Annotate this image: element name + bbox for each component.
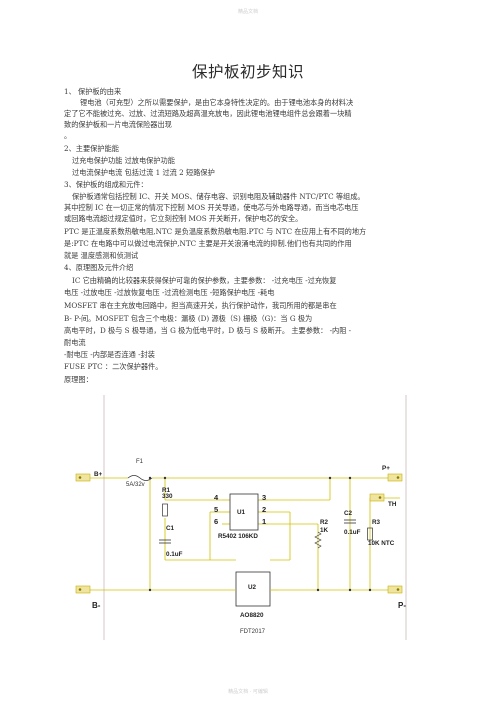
paragraph-line: 高电平时，D 极与 S 极导通，当 G 极为低电平时，D 极与 S 极断开。 主…: [64, 326, 352, 335]
r2-value: 1K: [320, 527, 329, 534]
paragraph-line: 保护板通常包括控制 IC、开关 MOS、储存电容、识别电阻及辅助器件 NTC/P…: [72, 192, 365, 201]
u1-pin-6: 6: [214, 517, 218, 526]
r3-value: 10K NTC: [368, 540, 395, 547]
u1-pin-4: 4: [214, 493, 219, 502]
paragraph-line: PTC 是正温度系数热敏电阻,NTC 是负温度系数热敏电阻.PTC 与 NTC …: [64, 227, 367, 236]
section-heading-2: 2、主要保护能能: [64, 144, 119, 153]
watermark-top: 精品文档: [237, 9, 258, 15]
fuse-value: 5A/32v: [126, 482, 145, 488]
paragraph-line: 过充电保护功能 过放电保护功能: [72, 156, 175, 165]
paragraph-line: 锂电池（可充型）之所以需要保护，是由它本身特性决定的。由于锂电池本身的材料决: [80, 98, 354, 107]
paragraph-line: 原理图：: [64, 375, 93, 384]
c1-value: 0.1uF: [166, 551, 183, 558]
paragraph-line: 或回路电流超过规定值时，它立刻控制 MOS 开关断开，保护电芯的安全。: [64, 214, 303, 223]
mosfet-u2: [235, 571, 271, 607]
terminal-pplus: P+: [382, 465, 390, 472]
board-id: FDT2017: [240, 629, 266, 635]
paragraph-line: 耐电流: [64, 338, 86, 347]
paragraph-line: -耐电压 -内部是否连通 -封装: [64, 350, 155, 359]
r1-value: 330: [162, 493, 173, 500]
r3-name: R3: [372, 519, 381, 526]
u1-pin-1: 1: [262, 517, 266, 526]
paragraph-line: IC 它由精确的比较器来获得保护可靠的保护参数，主要参数： -过充电压 -过充恢…: [72, 276, 337, 285]
page-title: 保护板初步知识: [191, 63, 304, 81]
u1-part: R5402 106KD: [218, 533, 258, 540]
paragraph-line: 定了它不能被过充、过放、过流短路及超高温充放电，因此锂电池锂电组件总会跟着一块精: [64, 109, 352, 118]
u1-name: U1: [237, 509, 246, 516]
capacitor-c1: [159, 539, 171, 544]
u2-name: U2: [248, 584, 257, 591]
capacitor-c2: [344, 519, 356, 524]
paragraph-line: 就是 温度感测和侦测试: [64, 251, 139, 260]
ntc-r3: [367, 527, 373, 541]
section-heading-4: 4、原理图及元件介绍: [64, 263, 134, 272]
paragraph-line: 过电流保护电流 包括过流 1 过流 2 短路保护: [72, 168, 215, 177]
paragraph-line: 电压 -过放电压 -过放恢复电压 -过流检测电压 -短路保护电压 -耗电: [64, 288, 275, 297]
terminal-pminus: P-: [398, 601, 406, 610]
c2-name: C2: [344, 510, 353, 517]
u1-pin-5: 5: [214, 505, 218, 514]
resistor-r2: [314, 531, 322, 549]
c1-name: C1: [166, 525, 175, 532]
paragraph-line: 致的保护板和一片电流保险器出现: [64, 120, 172, 129]
u1-pin-3: 3: [262, 493, 266, 502]
section-heading-1: 1、 保护板的由来: [64, 87, 122, 96]
r2-name: R2: [320, 519, 329, 526]
fuse-symbol: [127, 475, 153, 481]
paragraph-line: MOSFET 串在主充放电回路中，担当高速开关，执行保护动作，我司所用的都是串在: [64, 301, 337, 310]
paragraph-line: 。: [64, 131, 72, 140]
paragraph-line: 是:PTC 在电路中可以做过电流保护,NTC 主要是开关浪涌电流的抑制.他们也有…: [64, 239, 352, 248]
section-heading-3: 3、保护板的组成和元件：: [64, 180, 148, 189]
terminal-th: TH: [388, 501, 397, 508]
resistor-r1: [162, 503, 168, 517]
terminal-bminus: B-: [92, 601, 101, 610]
terminal-bplus: B+: [94, 471, 103, 478]
paragraph-line: FUSE PTC ：二次保护器件。: [64, 362, 163, 371]
ic-u1: [229, 493, 259, 531]
c2-value: 0.1uF: [344, 529, 361, 536]
paragraph-line: B- P-间。MOSFET 包含三个电极：漏极 (D) 源极（S) 栅极（G)：…: [64, 314, 313, 323]
fuse-name: F1: [136, 459, 144, 465]
u2-part: AO8820: [240, 612, 264, 619]
watermark-bottom: 精品文档 · 可编辑: [228, 689, 268, 695]
paragraph-line: 其中控制 IC 在一切正常的情况下控制 MOS 开关导通，使电芯与外电路导通，而…: [64, 203, 359, 212]
r1-name: R1: [162, 487, 171, 494]
u1-pin-2: 2: [262, 505, 266, 514]
